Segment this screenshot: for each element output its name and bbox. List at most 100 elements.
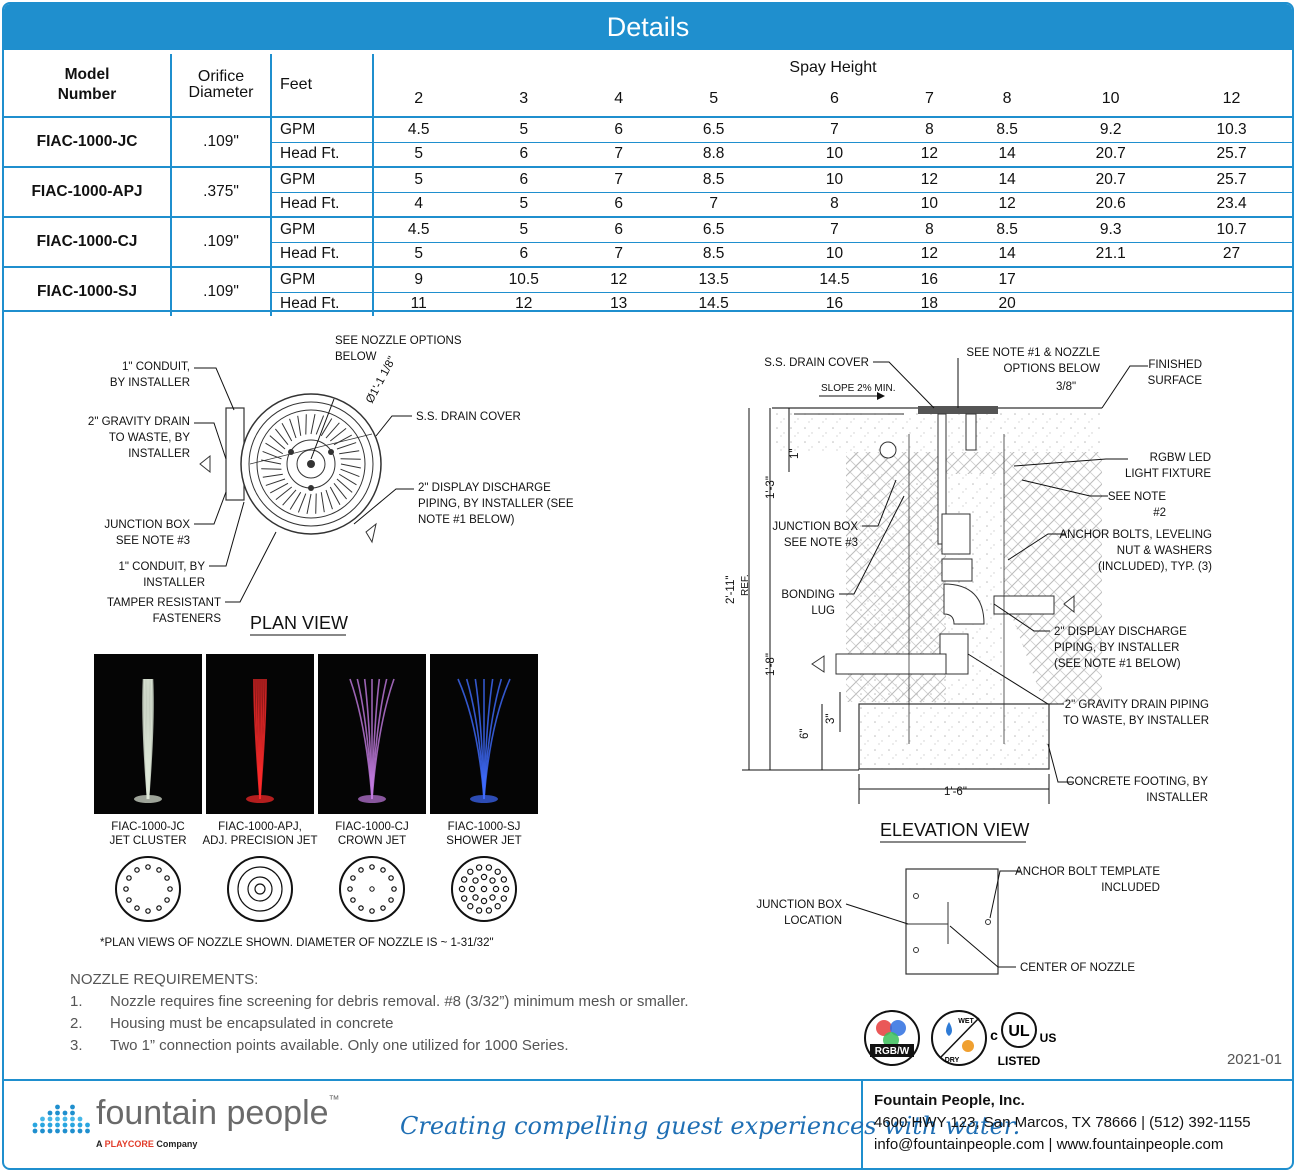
nozzle-model: FIAC-1000-JC xyxy=(111,821,185,833)
brand-name: fountain people™ xyxy=(96,1094,340,1132)
elev-label-see-note1: SEE NOTE #1 & NOZZLE xyxy=(966,347,1100,359)
spray-height-col: 10 xyxy=(1050,82,1172,118)
nozzle-model: FIAC-1000-SJ xyxy=(448,821,521,833)
gpm-cell: 6 xyxy=(584,216,654,242)
orifice-cell: .109" xyxy=(170,266,271,316)
gpm-cell: 8.5 xyxy=(963,116,1051,142)
company-info: Fountain People, Inc. 4600 HWY 123, San … xyxy=(874,1090,1251,1156)
head-cell: 6 xyxy=(463,141,585,167)
elev-label-bonding-lug: BONDING xyxy=(781,589,835,601)
elev-label-concrete-footing: CONCRETE FOOTING, BY xyxy=(1066,776,1208,788)
template-label-center: CENTER OF NOZZLE xyxy=(1020,962,1135,974)
head-cell: 7 xyxy=(653,191,775,217)
gpm-cell: 14 xyxy=(963,166,1051,192)
gpm-cell: 10.5 xyxy=(463,266,585,292)
nozzle-plan-icon xyxy=(339,856,405,922)
gpm-cell: 8 xyxy=(894,116,964,142)
elev-label-rgbw-led: RGBW LED xyxy=(1150,452,1211,464)
head-cell: 12 xyxy=(894,141,964,167)
gpm-cell: 6 xyxy=(584,116,654,142)
nozzle-plan-icon xyxy=(115,856,181,922)
head-cell: 14 xyxy=(963,141,1051,167)
gpm-cell: 5 xyxy=(463,216,585,242)
gpm-cell: 9.2 xyxy=(1050,116,1172,142)
tagline: Creating compelling guest experiences wi… xyxy=(400,1112,1021,1140)
note-item: 2.Housing must be encapsulated in concre… xyxy=(70,1015,394,1032)
plan-label-see-nozzle: SEE NOZZLE OPTIONS xyxy=(335,335,462,347)
note-item: 1.Nozzle requires fine screening for deb… xyxy=(70,993,689,1010)
orifice-cell: .109" xyxy=(170,116,271,167)
plan-label-conduit-bottom: 1" CONDUIT, BY xyxy=(118,561,205,573)
head-cell: 4 xyxy=(371,191,464,217)
svg-text:BELOW: BELOW xyxy=(335,351,377,363)
fountain-people-logo-icon xyxy=(32,1104,90,1134)
feet-label-cell: GPM xyxy=(270,266,373,292)
spray-height-col: 7 xyxy=(894,82,964,118)
anchor-bolt-template xyxy=(905,868,999,975)
svg-text:FASTENERS: FASTENERS xyxy=(153,613,222,625)
head-cell: 8.8 xyxy=(653,141,775,167)
company-contact: info@fountainpeople.com | www.fountainpe… xyxy=(874,1136,1224,1153)
head-cell: 7 xyxy=(584,241,654,267)
head-cell: 6 xyxy=(584,191,654,217)
head-cell: 5 xyxy=(371,241,464,267)
head-cell: 27 xyxy=(1171,241,1292,267)
elev-dim-6in: 6" xyxy=(799,729,811,739)
elev-label-display-discharge: 2" DISPLAY DISCHARGE xyxy=(1054,626,1187,638)
svg-text:PIPING, BY INSTALLER (SEE: PIPING, BY INSTALLER (SEE xyxy=(418,498,574,510)
svg-text:(SEE NOTE #1 BELOW): (SEE NOTE #1 BELOW) xyxy=(1054,658,1181,670)
plan-label-display-discharge: 2" DISPLAY DISCHARGE xyxy=(418,482,551,494)
head-cell: 14 xyxy=(963,241,1051,267)
svg-text:NUT & WASHERS: NUT & WASHERS xyxy=(1117,545,1213,557)
gpm-cell: 12 xyxy=(584,266,654,292)
plan-label-tamper: TAMPER RESISTANT xyxy=(107,597,221,609)
head-cell: 12 xyxy=(894,241,964,267)
head-cell: 20.7 xyxy=(1050,141,1172,167)
elev-dim-1-3: 1'-3" xyxy=(765,476,777,499)
svg-text:SURFACE: SURFACE xyxy=(1148,375,1203,387)
gpm-cell: 5 xyxy=(463,116,585,142)
plan-label-junction-box: JUNCTION BOX xyxy=(104,519,190,531)
model-cell: FIAC-1000-APJ xyxy=(4,166,171,217)
gpm-cell: 13.5 xyxy=(653,266,775,292)
col-model-header: Model Number xyxy=(57,66,117,103)
nozzle-model: FIAC-1000-APJ, xyxy=(218,821,302,833)
plan-label-conduit-top: 1" CONDUIT, xyxy=(122,361,190,373)
note-item: 3.Two 1” connection points available. On… xyxy=(70,1037,569,1054)
svg-text:BY INSTALLER: BY INSTALLER xyxy=(110,377,190,389)
spray-height-col: 3 xyxy=(463,82,585,118)
col-orifice-header: Orifice Diameter xyxy=(170,54,271,117)
badge-rgbw: RGB/W xyxy=(875,1046,910,1057)
plan-label-gravity-drain: 2" GRAVITY DRAIN xyxy=(88,416,190,428)
svg-text:#2: #2 xyxy=(1153,507,1166,519)
nozzle-name: CROWN JET xyxy=(338,835,406,847)
template-labels: ANCHOR BOLT TEMPLATE INCLUDED JUNCTION B… xyxy=(756,866,1160,974)
head-cell: 20.6 xyxy=(1050,191,1172,217)
section-divider xyxy=(4,310,1292,312)
col-feet-header: Feet xyxy=(270,54,373,117)
svg-text:INSTALLER: INSTALLER xyxy=(128,448,190,460)
head-cell: 5 xyxy=(371,141,464,167)
plan-view-labels: SEE NOZZLE OPTIONS BELOW 1" CONDUIT, BY … xyxy=(88,335,574,636)
elev-label-three-eighths: 3/8" xyxy=(1056,381,1076,393)
svg-text:SEE NOTE #3: SEE NOTE #3 xyxy=(784,537,858,549)
gpm-cell: 6.5 xyxy=(653,116,775,142)
badge-wet: WET xyxy=(958,1018,974,1025)
gpm-cell xyxy=(1171,266,1292,292)
plan-view-caption: PLAN VIEW xyxy=(250,613,348,633)
feet-label-cell: Head Ft. xyxy=(270,241,373,267)
nozzle-name: SHOWER JET xyxy=(446,835,521,847)
svg-text:OPTIONS BELOW: OPTIONS BELOW xyxy=(1004,363,1101,375)
head-cell: 7 xyxy=(584,141,654,167)
orifice-cell: .375" xyxy=(170,166,271,217)
spray-height-col: 8 xyxy=(963,82,1051,118)
col-spray-height-header: Spay Height xyxy=(372,54,1292,82)
template-label-anchor-bolt: ANCHOR BOLT TEMPLATE xyxy=(1015,866,1160,878)
gpm-cell: 8.5 xyxy=(963,216,1051,242)
feet-label-cell: GPM xyxy=(270,166,373,192)
gpm-cell: 25.7 xyxy=(1171,166,1292,192)
